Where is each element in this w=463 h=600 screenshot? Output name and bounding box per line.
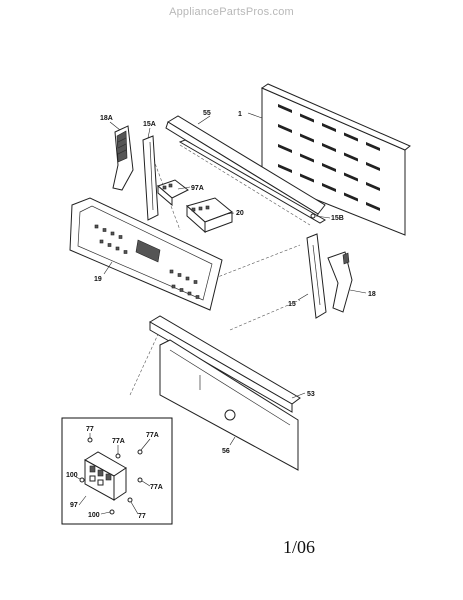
vent-slot — [366, 142, 380, 151]
vent-slot — [322, 163, 336, 172]
panel-button-icon — [107, 243, 112, 247]
guide-lines — [129, 144, 311, 396]
vent-slot — [322, 123, 336, 132]
screw-icon — [137, 477, 143, 483]
inset-callout-77a-mid: 77A — [150, 484, 163, 491]
inset-callout-97: 97 — [70, 502, 78, 509]
part-56-lower-frame — [159, 339, 299, 471]
part-18-right-bracket — [327, 251, 353, 313]
vent-slot — [322, 143, 336, 152]
callout-19: 19 — [94, 276, 102, 283]
inset-callout-100-bottom: 100 — [88, 512, 100, 519]
panel-button-icon — [123, 250, 128, 254]
panel-button-icon — [102, 228, 107, 232]
callout-15a: 15A — [143, 121, 156, 128]
part-1-rear-panel — [260, 83, 411, 236]
panel-button-icon — [179, 288, 184, 292]
part-53-rail — [149, 315, 301, 413]
part-15a-left-strip — [142, 135, 159, 221]
vent-slot — [300, 173, 314, 183]
panel-button-icon — [110, 231, 115, 236]
vent-slot — [300, 113, 314, 123]
inset-callout-77-top: 77 — [86, 426, 94, 433]
callout-55: 55 — [203, 110, 211, 117]
callout-18: 18 — [368, 291, 376, 298]
screw-icon — [87, 437, 93, 443]
panel-button-icon — [193, 280, 198, 284]
vent-slot — [278, 144, 292, 153]
callout-15: 15 — [288, 301, 296, 308]
screw-15b-icon — [310, 213, 316, 219]
vent-slot — [278, 124, 292, 133]
vent-slot — [322, 183, 336, 192]
callout-15b: 15B — [331, 215, 344, 222]
callout-53: 53 — [307, 391, 315, 398]
vent-slot — [300, 153, 314, 163]
screw-icon — [109, 509, 115, 515]
panel-button-icon — [185, 276, 190, 281]
panel-button-icon — [169, 269, 174, 274]
vent-slot — [366, 182, 380, 191]
screw-icon — [137, 449, 143, 455]
vent-slot — [366, 202, 380, 211]
vent-slot — [344, 192, 358, 202]
vent-slot — [278, 104, 292, 113]
panel-button-icon — [115, 246, 120, 251]
vent-slot — [366, 162, 380, 171]
panel-button-icon — [187, 291, 192, 296]
trim-rail — [178, 139, 326, 224]
callout-18a: 18A — [100, 115, 113, 122]
part-19-control-panel — [69, 197, 223, 311]
vent-slot — [278, 164, 292, 173]
vent-slot — [300, 133, 314, 143]
callout-56: 56 — [222, 448, 230, 455]
inset-callout-100-left: 100 — [66, 472, 78, 479]
callouts: 1 55 18A 15A 97A 20 15B 19 15 18 53 56 — [94, 110, 376, 455]
panel-button-icon — [177, 273, 182, 277]
screw-icon — [127, 497, 133, 503]
callout-1: 1 — [238, 111, 242, 118]
callout-97a: 97A — [191, 185, 204, 192]
panel-button-icon — [94, 224, 99, 229]
screw-icon — [115, 453, 121, 459]
part-97a-board — [157, 179, 189, 207]
inset-callout-77a-right: 77A — [146, 432, 159, 439]
inset-callout-77-bottom: 77 — [138, 513, 146, 520]
part-18a-left-bracket — [112, 125, 134, 191]
panel-button-icon — [195, 295, 200, 299]
screw-icon — [79, 477, 85, 483]
part-20-module — [185, 197, 233, 234]
panel-button-icon — [171, 284, 176, 289]
date-code: 1/06 — [283, 537, 316, 557]
vent-slot — [344, 172, 358, 182]
panel-button-icon — [118, 235, 123, 239]
callout-20: 20 — [236, 210, 244, 217]
vent-slot — [344, 152, 358, 162]
vent-slot — [344, 132, 358, 142]
inset-callout-77a-left: 77A — [112, 438, 125, 445]
watermark-text: AppliancePartsPros.com — [169, 6, 294, 18]
part-15-right-strip — [306, 233, 327, 319]
inset-detail-box: 77 77A 77A 100 97 100 77A 77 — [61, 417, 173, 525]
panel-button-icon — [99, 239, 104, 244]
